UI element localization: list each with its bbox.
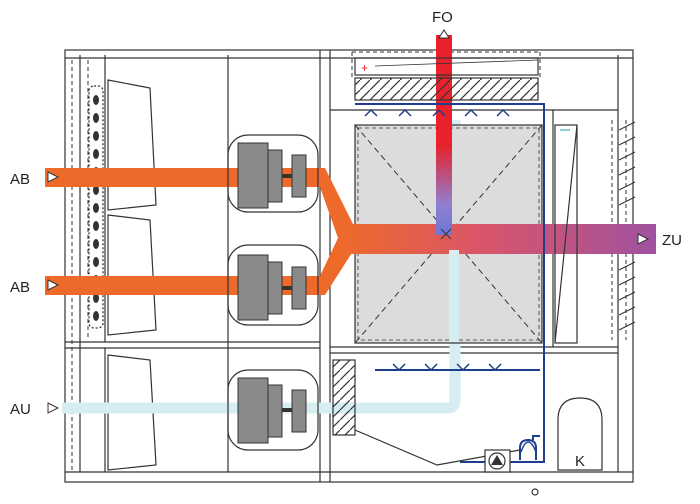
exchanger-center-mark (440, 228, 452, 240)
heater-plus-label: + (361, 61, 368, 75)
supply-air-label: ZU (662, 232, 682, 249)
outdoor-air-vertical (449, 250, 459, 342)
fans (227, 134, 319, 451)
supply-air-stream (340, 224, 656, 254)
pump-icon (484, 449, 511, 473)
exhaust-air-streams (45, 168, 355, 295)
condensate-unit: K (557, 397, 603, 471)
lower-exchanger-cell (332, 359, 356, 436)
reheater-coil (554, 124, 578, 344)
exhaust-air-bottom-label: AB (10, 279, 30, 296)
exhaust-out-label: FO (432, 9, 453, 26)
filter-cells (88, 85, 104, 329)
fan-bottom (227, 369, 319, 451)
fan-middle (227, 244, 319, 326)
triangle-arrow-icon (47, 29, 650, 414)
fan-top (227, 134, 319, 213)
heater-section: + (354, 57, 539, 101)
exhaust-out-stream (436, 35, 452, 235)
outlet-louvers (618, 121, 636, 331)
condensate-unit-label: K (575, 453, 585, 470)
spray-nozzles (364, 108, 510, 372)
outdoor-air-label: AU (10, 401, 31, 418)
outdoor-air-stream (62, 120, 461, 414)
exhaust-air-top-label: AB (10, 171, 30, 188)
